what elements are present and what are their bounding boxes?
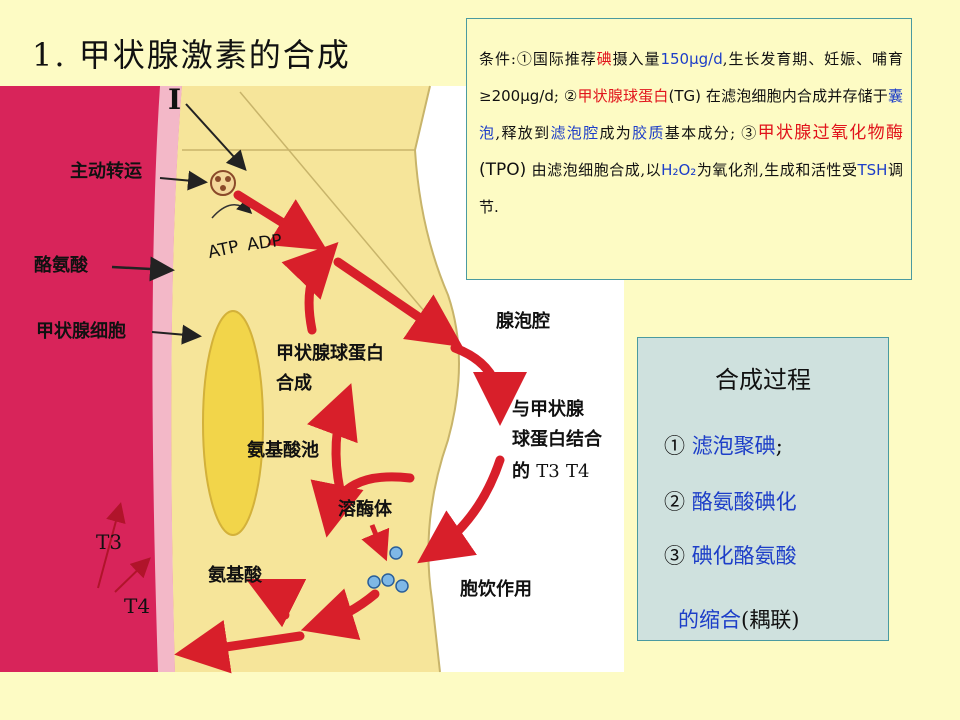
nucleus — [202, 310, 264, 536]
bind-label-line2: 球蛋白结合 — [512, 429, 602, 450]
step-text: 的缩合 — [678, 608, 741, 632]
blood-vessel — [0, 86, 182, 672]
thyroid-cell-label: 甲状腺细胞 — [36, 321, 126, 342]
cond-tpo-abbr: (TPO) — [479, 160, 527, 180]
cond-text: 在滤泡细胞内合成并存储于 — [700, 87, 888, 105]
step-text: 酪氨酸碘化 — [691, 490, 797, 514]
step-text: 碘化酪氨酸 — [691, 544, 797, 568]
cond-lumen: 滤泡腔 — [550, 124, 600, 142]
arrow-to-lumen — [333, 257, 463, 348]
cond-iodine: 碘 — [596, 50, 613, 68]
process-title: 合成过程 — [715, 366, 811, 394]
pinocytosis-label: 胞饮作用 — [460, 579, 532, 600]
cond-tg: 甲状腺球蛋白 — [577, 87, 669, 105]
amino-pool-label: 氨基酸池 — [247, 440, 319, 461]
cond-text: 成为 — [599, 124, 633, 142]
cond-tg-abbr: (TG) — [668, 87, 701, 105]
cond-text: 基本成分; ③ — [664, 124, 758, 142]
arrow-release — [174, 620, 305, 674]
step-note: (耦联) — [741, 608, 800, 632]
cond-text: 为氧化剂,生成和活性受 — [696, 161, 858, 179]
arrow-lysosome-pool — [310, 472, 415, 538]
process-box: 合成过程 ① 滤泡聚碘; ② 酪氨酸碘化 ③ 碘化酪氨酸 的缩合(耦联) — [637, 337, 889, 641]
arrow-amino-curl — [245, 578, 307, 628]
t3-label: T3 — [96, 530, 123, 554]
bind-label-line3: 的 T3 T4 — [512, 461, 590, 482]
active-transport-label: 主动转运 — [70, 161, 142, 182]
vesicle — [395, 579, 409, 593]
amino-acid-label: 氨基酸 — [208, 565, 262, 586]
vessel-highlight — [152, 86, 182, 672]
tg-synthesis-label-line2: 合成 — [276, 373, 312, 394]
arrow-vesicle-down — [300, 588, 380, 641]
conditions-box: 条件:①国际推荐碘摄入量150μg/d,生长发育期、妊娠、哺育≥200μg/d;… — [466, 18, 912, 280]
tg-synthesis-label-line1: 甲状腺球蛋白 — [276, 343, 384, 364]
cond-text: ,生长发育期、妊娠、哺育≥ — [479, 50, 903, 105]
cell-boundary-top2 — [239, 91, 441, 331]
vesicle — [381, 573, 395, 587]
tyrosine-label: 酪氨酸 — [34, 255, 88, 276]
cond-text: ; ② — [553, 87, 578, 105]
cond-h2o2: H₂O₂ — [661, 161, 697, 179]
cond-dose-2: 200μg/d — [491, 87, 554, 105]
cond-vesicle: 囊泡 — [479, 87, 903, 142]
bind-t4: T4 — [566, 461, 590, 482]
adp-label: ADP — [245, 230, 284, 256]
cond-text: 条件:①国际推荐 — [479, 50, 597, 68]
step-number: ③ — [664, 544, 685, 568]
t4-label: T4 — [124, 594, 151, 618]
step-text: 滤泡聚碘 — [691, 434, 776, 458]
arrow-active-transport — [159, 170, 208, 191]
cond-tsh: TSH — [857, 161, 888, 179]
arrow-lysosome-down — [361, 524, 390, 562]
process-step-3-cont: 的缩合(耦联) — [678, 604, 799, 634]
process-step-1: ① 滤泡聚碘; — [664, 430, 783, 460]
vesicle — [389, 546, 403, 560]
arrow-bind-to-vesicle — [417, 455, 505, 564]
arrow-tg-up — [281, 242, 339, 335]
atp-adp-curve — [211, 198, 253, 219]
process-step-3: ③ 碘化酪氨酸 — [664, 540, 797, 570]
cond-colloid: 胶质 — [632, 124, 665, 142]
arrow-lumen-to-bind — [450, 343, 527, 426]
slide-title: 1. 甲状腺激素的合成 — [32, 36, 351, 74]
cond-dose-1: 150μg/d — [660, 50, 723, 68]
bind-t3: T3 — [536, 461, 560, 482]
follicle-lumen-label: 腺泡腔 — [496, 311, 550, 332]
arrow-pump-to-junction — [233, 190, 328, 251]
lysosome-label: 溶酶体 — [338, 499, 392, 520]
process-step-2: ② 酪氨酸碘化 — [664, 486, 797, 516]
cond-text: ,释放到 — [495, 124, 551, 142]
arrow-tyrosine — [111, 256, 175, 282]
arrow-t3 — [97, 502, 126, 589]
vesicle — [367, 575, 381, 589]
iodide-label: I — [168, 83, 182, 116]
bind-label-line1: 与甲状腺 — [512, 399, 584, 420]
cond-text: 由滤泡细胞合成,以 — [526, 161, 662, 179]
step-number: ② — [664, 490, 685, 514]
cond-text: 摄入量 — [612, 50, 661, 68]
arrow-thyroid-cell — [151, 324, 202, 345]
cond-tpo: 甲状腺过氧化物酶 — [757, 123, 903, 143]
cond-text: 调节. — [479, 161, 903, 216]
arrow-t4 — [114, 557, 151, 593]
step-punct: ; — [775, 434, 783, 458]
step-number: ① — [664, 434, 685, 458]
iodide-pump — [210, 170, 236, 196]
iodide-pointer — [185, 103, 247, 171]
